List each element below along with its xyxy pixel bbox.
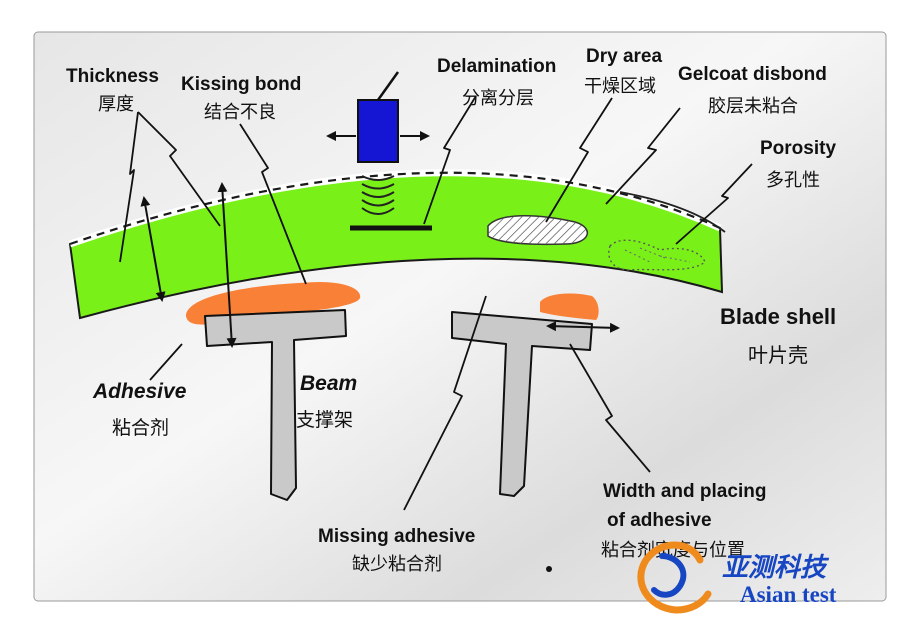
gelcoat-disbond-gap [619,191,726,233]
blade-shell-label: Blade shell [720,304,836,329]
leader-adhesive [149,343,183,381]
width-placing-label-zh: 粘合剂宽度与位置 [601,540,745,561]
missing-adhesive-label-zh: 缺少粘合剂 [352,554,442,575]
logo-text-en: Asian test [740,582,837,607]
thickness-label-zh: 厚度 [98,94,134,115]
missing-adhesive-label: Missing adhesive [318,526,475,547]
adhesive-width-arrow [546,321,620,333]
dry-area-label: Dry area [586,46,662,67]
leader-thickness-a [119,111,139,263]
sound-waves [361,175,395,215]
leader-gelcoat-disbond [605,107,681,205]
leader-thickness-b [137,111,221,227]
leader-delamination [423,95,477,225]
gelcoat-disbond-label: Gelcoat disbond [678,64,827,85]
leader-porosity [675,163,753,245]
thickness-label: Thickness [66,66,159,87]
porosity-blob [608,239,706,271]
leader-width-placing [569,343,651,473]
leader-kissing-bond [239,123,307,285]
adhesive-pad-right [540,293,599,320]
blade-shell-label-zh: 叶片壳 [748,343,808,367]
leader-missing-adhesive [403,295,487,511]
dry-area-hatch [488,215,588,245]
asian-test-logo: 亚测科技 Asian test [637,541,837,614]
logo-swoosh-icon [637,541,712,614]
porosity-label-zh: 多孔性 [766,170,820,191]
adhesive-label: Adhesive [92,380,187,403]
ultrasonic-probe [357,99,399,163]
kissing-bond-label: Kissing bond [181,74,301,95]
thickness-arrow [140,196,166,302]
porosity-dots [624,247,691,263]
delamination-label-zh: 分离分层 [462,88,534,109]
leader-dry-area [545,97,613,223]
kissing-bond-label-zh: 结合不良 [204,102,276,123]
dry-area-label-zh: 干燥区域 [584,76,656,97]
width-placing-label-line2: of adhesive [607,510,712,531]
leader-lines [119,95,753,511]
probe-cable [376,71,400,101]
delamination-label: Delamination [437,56,556,77]
beam-right [451,311,593,497]
logo-mark-icon [651,553,687,598]
adhesive-label-zh: 粘合剂 [112,417,169,439]
beam-left [204,309,347,501]
kissing-bond-arrow [217,182,237,348]
width-placing-label-line1: Width and placing [603,481,766,502]
gelcoat-disbond-label-zh: 胶层未粘合 [708,96,798,117]
logo-text-zh: 亚测科技 [722,553,830,583]
marker-dot [546,566,552,572]
gelcoat-dashed-line [69,171,721,246]
beam-label: Beam [300,372,357,395]
porosity-label: Porosity [760,138,836,159]
beam-label-zh: 支撑架 [296,409,353,431]
